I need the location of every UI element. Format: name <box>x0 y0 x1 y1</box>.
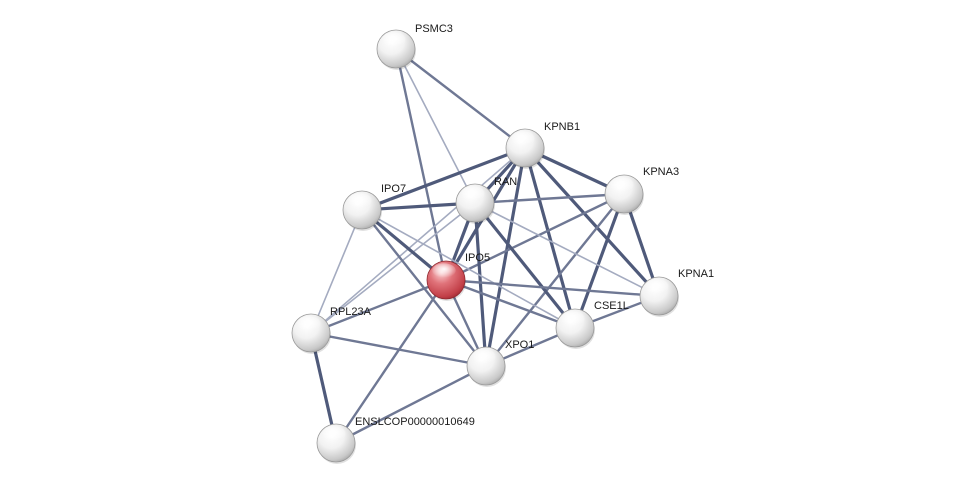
node-label: PSMC3 <box>415 23 453 35</box>
edge-kpna3-ran[interactable] <box>473 192 626 205</box>
edge-ipo7-rpl23a[interactable] <box>310 209 363 334</box>
node-label: CSE1L <box>594 300 629 312</box>
node-label: KPNA3 <box>643 166 679 178</box>
edge-psmc3-kpnb1[interactable] <box>394 47 527 150</box>
edge-kpnb1-kpna1[interactable] <box>523 146 661 298</box>
edge-ipo5-enslcop00000010649[interactable] <box>334 278 448 445</box>
edge-kpna3-ipo5[interactable] <box>444 192 626 282</box>
node-label: XPO1 <box>505 339 534 351</box>
edge-kpnb1-xpo1[interactable] <box>484 146 527 368</box>
edge-kpnb1-ipo7[interactable] <box>360 146 527 212</box>
node-cse1l[interactable]: CSE1L <box>555 300 629 349</box>
sphere-highlight <box>511 131 535 146</box>
sphere-highlight <box>322 426 346 441</box>
edge-ran-cse1l[interactable] <box>473 201 577 330</box>
node-label: RAN <box>494 176 517 188</box>
node-enslcop00000010649[interactable]: ENSLCOP00000010649 <box>316 416 475 464</box>
sphere-highlight <box>461 186 485 201</box>
node-label: KPNA1 <box>678 268 714 280</box>
node-psmc3[interactable]: PSMC3 <box>376 23 453 70</box>
node-ran[interactable]: RAN <box>455 176 517 224</box>
edge-ipo5-cse1l[interactable] <box>444 278 577 330</box>
sphere-highlight <box>472 349 496 364</box>
edge-psmc3-ran[interactable] <box>395 48 476 204</box>
node-kpna1[interactable]: KPNA1 <box>639 268 714 317</box>
sphere-highlight <box>432 263 456 278</box>
edge-kpna3-xpo1[interactable] <box>484 192 626 368</box>
edge-ipo5-kpna1[interactable] <box>444 278 661 298</box>
node-ipo5[interactable]: IPO5 <box>426 252 490 301</box>
edge-psmc3-ipo5[interactable] <box>394 47 448 282</box>
node-rpl23a[interactable]: RPL23A <box>291 306 372 354</box>
sphere-highlight <box>382 32 406 47</box>
node-kpnb1[interactable]: KPNB1 <box>505 121 580 169</box>
node-ipo7[interactable]: IPO7 <box>342 183 406 231</box>
node-kpna3[interactable]: KPNA3 <box>604 166 679 215</box>
edge-kpnb1-cse1l[interactable] <box>523 146 577 330</box>
node-label: ENSLCOP00000010649 <box>355 416 475 428</box>
node-label: IPO5 <box>465 252 490 264</box>
node-xpo1[interactable]: XPO1 <box>466 339 534 387</box>
edge-xpo1-enslcop00000010649[interactable] <box>334 364 488 445</box>
edge-rpl23a-xpo1[interactable] <box>309 331 488 368</box>
sphere-highlight <box>610 177 634 192</box>
sphere-highlight <box>645 279 669 294</box>
edge-ran-rpl23a[interactable] <box>310 202 476 334</box>
edge-ipo5-rpl23a[interactable] <box>309 278 448 335</box>
edge-ipo7-cse1l[interactable] <box>361 209 576 329</box>
edge-ran-xpo1[interactable] <box>473 201 488 368</box>
sphere-highlight <box>561 311 585 326</box>
edge-ran-kpna1[interactable] <box>474 202 660 297</box>
sphere-highlight <box>297 316 321 331</box>
sphere-highlight <box>348 193 372 208</box>
node-label: IPO7 <box>381 183 406 195</box>
node-label: KPNB1 <box>544 121 580 133</box>
node-label: RPL23A <box>330 306 372 318</box>
edge-kpna3-cse1l[interactable] <box>573 192 626 330</box>
